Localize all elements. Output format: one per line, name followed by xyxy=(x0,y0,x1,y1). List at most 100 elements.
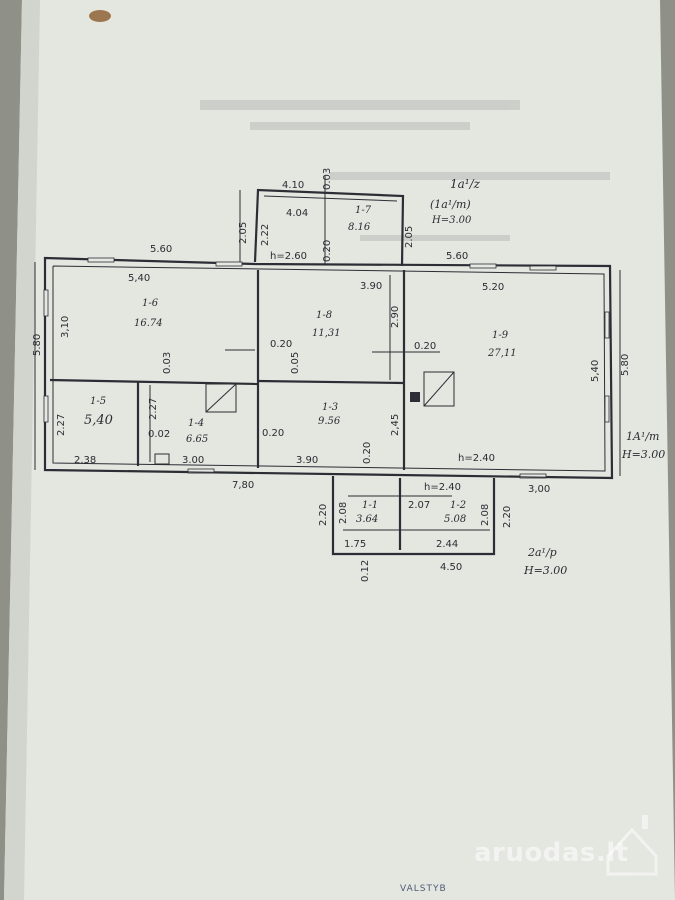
svg-text:1-4: 1-4 xyxy=(188,418,204,429)
room-1-6: 1-6 16.74 xyxy=(134,298,163,329)
svg-text:0.20: 0.20 xyxy=(262,428,284,439)
window-right-2 xyxy=(604,395,610,423)
room-1-5: 1-5 5,40 xyxy=(84,396,113,428)
fixture-1-5 xyxy=(154,453,170,465)
dimension-lines xyxy=(34,176,621,531)
svg-text:5,40: 5,40 xyxy=(84,413,113,428)
svg-text:2.08: 2.08 xyxy=(338,502,349,524)
svg-text:2.27: 2.27 xyxy=(148,398,159,420)
window-top-3 xyxy=(469,263,497,269)
svg-text:H=3.00: H=3.00 xyxy=(523,564,567,577)
room-1-3: 1-3 9.56 xyxy=(318,402,341,427)
annex-wall xyxy=(331,476,496,556)
annex-label: 2a¹/p H=3.00 xyxy=(523,546,567,577)
room-1-1: 1-1 3.64 xyxy=(356,500,378,525)
porch-inner-wall xyxy=(263,195,398,202)
window-bottom-1 xyxy=(187,468,215,474)
main-inner-wall xyxy=(52,265,606,472)
svg-text:2.08: 2.08 xyxy=(480,504,491,526)
room-1-2: 1-2 5.08 xyxy=(444,500,466,525)
svg-text:0.12: 0.12 xyxy=(360,560,371,582)
svg-text:3.00: 3.00 xyxy=(182,455,204,466)
svg-text:1-3: 1-3 xyxy=(322,402,338,413)
svg-text:2.44: 2.44 xyxy=(436,539,458,550)
svg-text:16.74: 16.74 xyxy=(134,318,163,329)
svg-text:2.05: 2.05 xyxy=(238,222,249,244)
svg-text:(1a¹/m): (1a¹/m) xyxy=(430,198,471,211)
svg-text:1-6: 1-6 xyxy=(142,298,159,309)
room-1-9: 1-9 27,11 xyxy=(487,330,517,359)
svg-text:2.90: 2.90 xyxy=(390,306,401,328)
svg-text:0.20: 0.20 xyxy=(322,240,333,262)
stove-1-4 xyxy=(205,383,237,413)
svg-text:0.20: 0.20 xyxy=(270,339,292,350)
stove-1-4-diagonal xyxy=(205,383,237,413)
stamp-text: VALSTYB xyxy=(400,884,447,894)
svg-text:27,11: 27,11 xyxy=(487,348,517,359)
svg-text:1-2: 1-2 xyxy=(450,500,466,511)
svg-text:8.16: 8.16 xyxy=(348,222,371,233)
svg-text:3,00: 3,00 xyxy=(528,484,550,495)
wall-8-3 xyxy=(257,379,405,385)
svg-text:3.90: 3.90 xyxy=(360,281,382,292)
window-bottom-2 xyxy=(519,473,547,479)
svg-text:H=3.00: H=3.00 xyxy=(621,448,665,461)
svg-text:1.75: 1.75 xyxy=(344,539,366,550)
svg-text:5.60: 5.60 xyxy=(446,251,468,262)
svg-text:1-8: 1-8 xyxy=(316,310,332,321)
stove-1-9 xyxy=(423,371,455,407)
svg-text:0.20: 0.20 xyxy=(362,442,373,464)
watermark: aruodas.lt xyxy=(474,838,629,868)
svg-text:1-1: 1-1 xyxy=(362,500,378,511)
window-top-1 xyxy=(87,257,115,263)
building-label: 1A¹/m H=3.00 xyxy=(621,430,665,461)
window-left-2 xyxy=(43,395,49,423)
svg-text:4.04: 4.04 xyxy=(286,208,308,219)
dimension-labels: 5.60 5.60 5,40 3.90 5.20 5.80 3,10 5.80 … xyxy=(32,168,631,582)
svg-text:h=2.40: h=2.40 xyxy=(458,453,495,464)
svg-text:5.60: 5.60 xyxy=(150,244,172,255)
svg-text:5.80: 5.80 xyxy=(32,334,43,356)
stove-1-9-box xyxy=(410,392,420,402)
svg-text:5.20: 5.20 xyxy=(482,282,504,293)
svg-text:1a¹/z: 1a¹/z xyxy=(450,177,481,191)
svg-text:0.03: 0.03 xyxy=(162,352,173,374)
svg-text:h=2.60: h=2.60 xyxy=(270,251,307,262)
window-left-1 xyxy=(43,289,49,317)
svg-text:2,45: 2,45 xyxy=(390,414,401,436)
svg-text:2a¹/p: 2a¹/p xyxy=(527,546,557,559)
window-top-4 xyxy=(529,265,557,271)
svg-text:11,31: 11,31 xyxy=(312,328,341,339)
house-logo-icon xyxy=(606,815,658,876)
svg-text:H=3.00: H=3.00 xyxy=(431,215,472,226)
svg-text:6.65: 6.65 xyxy=(186,434,208,445)
svg-text:2.20: 2.20 xyxy=(318,504,329,526)
svg-text:7,80: 7,80 xyxy=(232,480,254,491)
svg-text:0.05: 0.05 xyxy=(290,352,301,374)
svg-text:5.08: 5.08 xyxy=(444,514,466,525)
svg-text:4.10: 4.10 xyxy=(282,180,304,191)
svg-text:1-5: 1-5 xyxy=(90,396,106,407)
svg-text:2.27: 2.27 xyxy=(56,414,67,436)
svg-text:2.38: 2.38 xyxy=(74,455,96,466)
svg-text:0.02: 0.02 xyxy=(148,429,170,440)
svg-text:2.22: 2.22 xyxy=(260,224,271,246)
porch-label: 1a¹/z (1a¹/m) H=3.00 xyxy=(430,177,481,226)
svg-text:0.20: 0.20 xyxy=(414,341,436,352)
svg-text:1-9: 1-9 xyxy=(492,330,509,341)
svg-text:9.56: 9.56 xyxy=(318,416,341,427)
wall-6-5 xyxy=(49,378,259,386)
room-1-7: 1-7 8.16 xyxy=(348,205,372,233)
svg-text:3.64: 3.64 xyxy=(356,514,378,525)
svg-text:4.50: 4.50 xyxy=(440,562,462,573)
room-1-8: 1-8 11,31 xyxy=(312,310,341,339)
svg-text:5,40: 5,40 xyxy=(128,273,150,284)
window-top-2 xyxy=(215,261,243,267)
svg-text:5.80: 5.80 xyxy=(620,354,631,376)
room-1-4: 1-4 6.65 xyxy=(186,418,208,445)
svg-text:1A¹/m: 1A¹/m xyxy=(626,430,660,443)
svg-text:1-7: 1-7 xyxy=(355,205,372,216)
stove-1-9-diagonal xyxy=(423,371,455,407)
svg-text:3.90: 3.90 xyxy=(296,455,318,466)
